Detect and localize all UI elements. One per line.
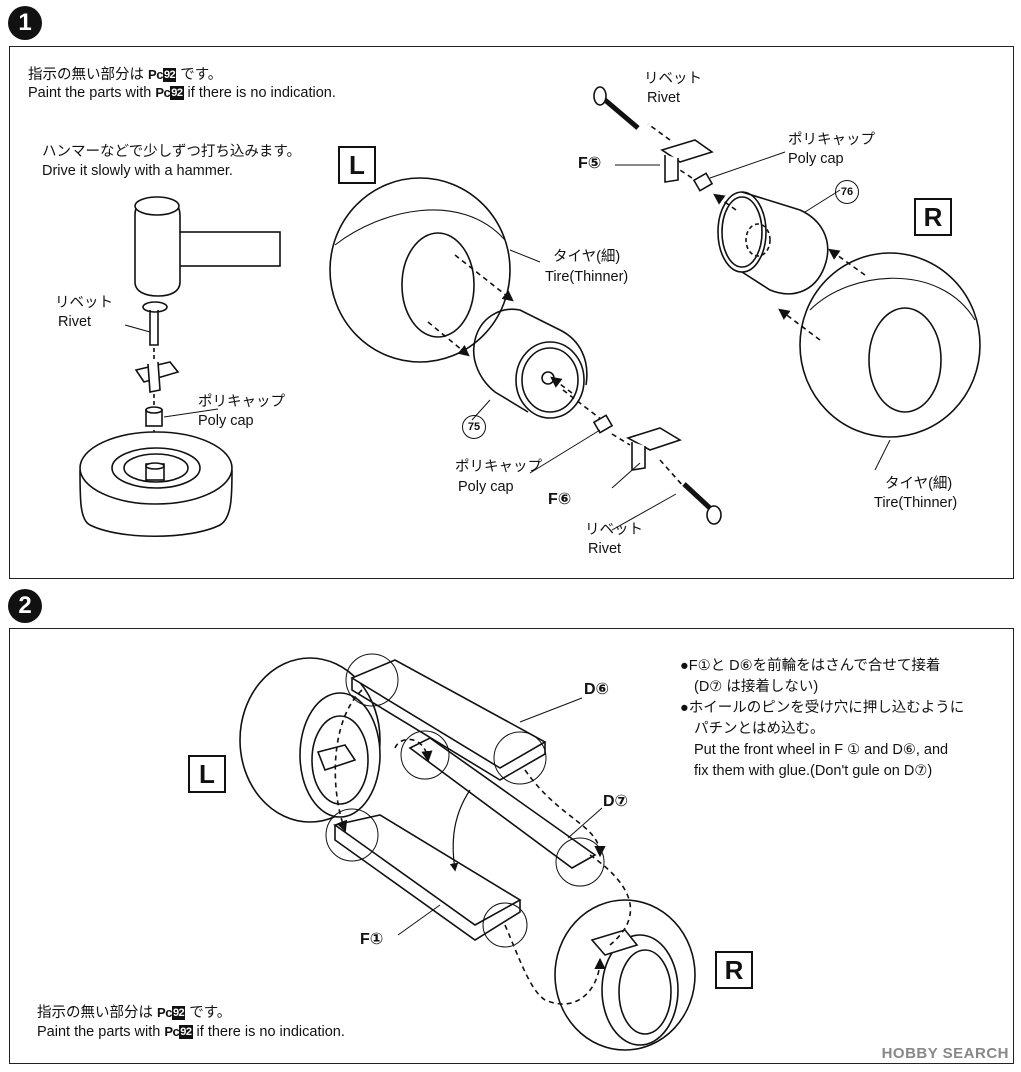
bottom-rivet-label-en: Rivet [588,541,622,557]
part-d6-label: D⑥ [584,681,610,698]
left-side-marker: L [338,146,376,184]
wheel-75-icon [473,308,588,419]
polycap-label-jp: ポリキャップ [198,394,285,410]
paint-code-prefix-en: Pc92 [155,85,184,100]
hobby-search-watermark: HOBBY SEARCH [881,1045,1009,1062]
instruction-en-line-2: fix them with glue.(Don't gule on D⑦) [694,763,933,779]
part-75-label: 75 [462,415,486,439]
tire-left-label-en: Tire(Thinner) [545,269,629,285]
tire-right-icon [799,252,981,438]
instruction-jp-line-4: パチンとはめ込む。 [694,721,825,737]
wheel-76-icon [717,191,829,295]
top-polycap-label-jp: ポリキャップ [788,132,875,148]
instruction-jp-line-2: (D⑦ は接着しない) [694,679,819,695]
instruction-en-line-1: Put the front wheel in F ① and D⑥, and [694,742,949,758]
part-f6-label: F⑥ [548,491,572,508]
step-1-badge: 1 [8,6,42,40]
top-polycap-label-en: Poly cap [788,151,844,167]
part-f1-label: F① [360,931,384,948]
mid-polycap-label-en: Poly cap [458,479,514,495]
instruction-jp-line-1: ●F①と D⑥を前輪をはさんで合せて接着 [680,658,941,674]
step1-paint-note-en: Paint the parts with Pc92 if there is no… [28,85,336,101]
step2-left-side-marker: L [188,755,226,793]
part-d6-icon [345,653,547,785]
bottom-rivet-label-jp: リベット [585,522,643,538]
front-tire-right-icon [554,899,696,1051]
part-f5-label: F⑤ [578,155,602,172]
step2-paint-code-en: Pc92 [164,1024,193,1039]
step-2-panel [9,628,1014,1064]
tire-left-icon [329,177,511,363]
top-rivet-label-en: Rivet [647,90,681,106]
step1-paint-note-jp: 指示の無い部分は Pc92 です。 [28,67,223,83]
top-rivet-label-jp: リベット [644,71,702,87]
rivet-icon [142,301,168,346]
part-f1-icon [325,808,528,948]
rivet-label-jp: リベット [55,295,113,311]
tire-right-label-jp: タイヤ(細) [885,476,953,492]
hammer-note-jp: ハンマーなどで少しずつ打ち込みます。 [42,144,301,160]
tire-right-label-en: Tire(Thinner) [874,495,958,511]
wheel-icon [79,431,233,538]
rivet-label-en: Rivet [58,314,92,330]
part-d7-label: D⑦ [603,793,629,810]
step2-paint-code: Pc92 [157,1005,186,1020]
step2-paint-note-jp: 指示の無い部分は Pc92 です。 [37,1005,232,1021]
poly-cap-icon [145,406,163,427]
part-76-label: 76 [835,180,859,204]
step-2-badge: 2 [8,589,42,623]
step2-paint-note-en: Paint the parts with Pc92 if there is no… [37,1024,345,1040]
polycap-label-en: Poly cap [198,413,254,429]
right-side-marker: R [914,198,952,236]
hammer-note-en: Drive it slowly with a hammer. [42,163,233,179]
step2-right-side-marker: R [715,951,753,989]
instruction-jp-line-3: ●ホイールのピンを受け穴に押し込むように [680,700,965,716]
paint-code-prefix: Pc92 [148,67,177,82]
hammer-icon [134,196,281,297]
tire-left-label-jp: タイヤ(細) [553,249,621,265]
mid-polycap-label-jp: ポリキャップ [455,459,542,475]
